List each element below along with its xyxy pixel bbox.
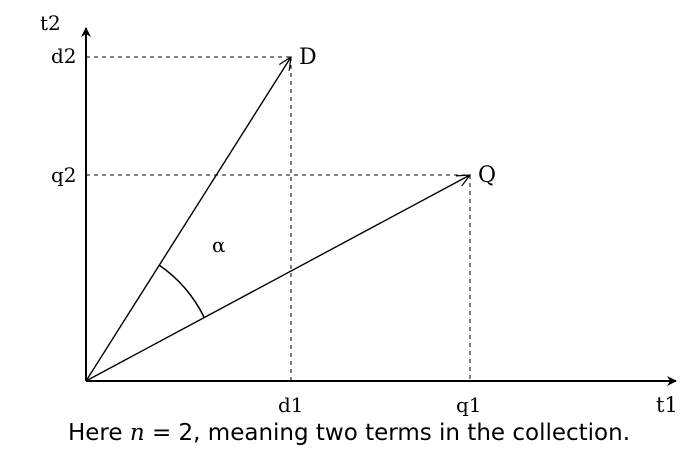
caption-text: = 2, meaning two terms in the collection… xyxy=(144,420,631,446)
d1-tick-label: d1 xyxy=(278,393,304,417)
vector-q-label: Q xyxy=(478,163,496,188)
q2-tick-label: q2 xyxy=(51,163,77,187)
angle-arc xyxy=(158,264,205,318)
vector-d-label: D xyxy=(299,45,317,70)
figure-caption: Here n = 2, meaning two terms in the col… xyxy=(0,420,698,446)
caption-prefix: Here xyxy=(67,420,130,446)
vector-d xyxy=(85,57,291,382)
caption-variable: n xyxy=(129,420,145,446)
d2-tick-label: d2 xyxy=(51,44,77,68)
vector-q xyxy=(85,175,470,382)
y-axis-label: t2 xyxy=(40,11,61,35)
angle-label: α xyxy=(212,233,226,257)
q1-tick-label: q1 xyxy=(456,393,482,417)
x-axis-label: t1 xyxy=(656,393,678,417)
